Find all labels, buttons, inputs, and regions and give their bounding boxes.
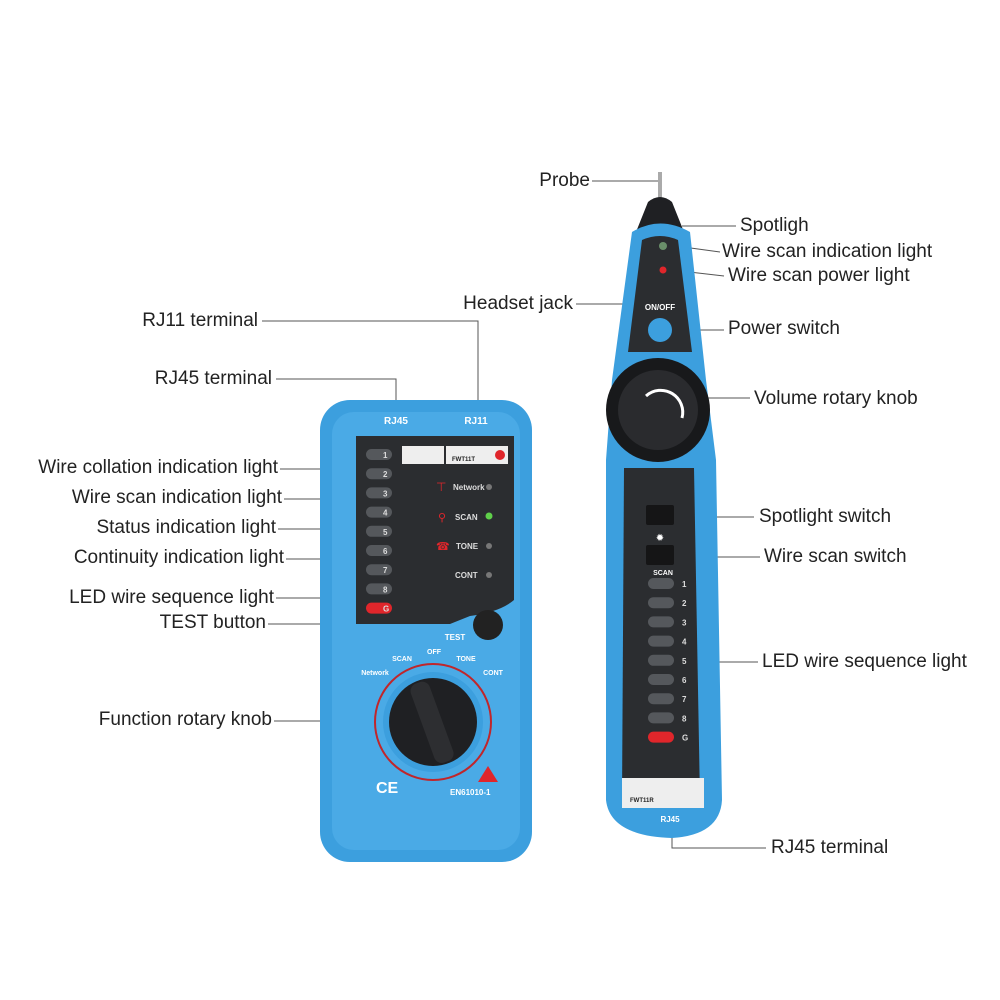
label-spotlight: Spotligh [740, 215, 809, 236]
led-receiver-6 [648, 674, 674, 685]
label-power-switch: Power switch [728, 318, 840, 339]
led-receiver-4 [648, 635, 674, 647]
led-label: 8 [682, 714, 687, 723]
knob-tone-label: TONE [456, 656, 476, 663]
mode-scan-label: SCAN [455, 513, 478, 522]
led-transmitter-4 [366, 506, 392, 518]
rj11-port-label: RJ11 [464, 416, 488, 427]
led-receiver-8 [648, 712, 674, 724]
network-icon: ⊤ [436, 480, 446, 494]
label-test-button: TEST button [159, 612, 266, 633]
led-transmitter-5 [366, 525, 392, 537]
led-transmitter-7 [366, 564, 392, 576]
led-label: 7 [383, 566, 388, 575]
receiver-led-column: 1 2 3 4 5 6 7 8G [648, 578, 688, 743]
warning-icon [478, 766, 498, 782]
receiver-rj45-label: RJ45 [660, 815, 680, 824]
label-wire-scan-light: Wire scan indication light [71, 487, 282, 508]
label-probe: Probe [539, 170, 590, 191]
ce-mark: CE [376, 780, 399, 797]
receiver-device: ON/OFF ✹ SCAN 1 2 3 4 5 6 7 8G FWT11R RJ45 [606, 172, 722, 838]
label-headset-jack: Headset jack [463, 293, 573, 314]
led-label: G [682, 734, 688, 743]
led-label: 2 [682, 599, 687, 608]
knob-network-label: Network [361, 670, 389, 677]
led-transmitter-3 [366, 487, 392, 499]
label-rj45-terminal-receiver: RJ45 terminal [771, 837, 889, 858]
label-led-sequence-right: LED wire sequence light [762, 651, 967, 672]
led-label: 6 [682, 676, 687, 685]
label-spotlight-switch: Spotlight switch [759, 506, 892, 527]
knob-scan-label: SCAN [392, 656, 412, 663]
label-continuity-light: Continuity indication light [73, 547, 284, 568]
led-label: 3 [383, 489, 388, 498]
test-button[interactable] [473, 610, 503, 640]
label-status-light: Status indication light [96, 517, 276, 538]
label-wire-scan-indication: Wire scan indication light [722, 241, 933, 262]
led-label: 6 [383, 547, 388, 556]
led-transmitter-8 [366, 583, 392, 595]
label-wire-scan-power: Wire scan power light [728, 265, 910, 286]
standard-label: EN61010-1 [450, 788, 491, 797]
wire-scan-switch[interactable] [646, 545, 674, 565]
spotlight-led [659, 242, 667, 250]
transmitter-led-column: 1 2 3 4 5 6 7 8G [366, 449, 392, 614]
label-volume-knob: Volume rotary knob [754, 388, 918, 409]
phone-icon: ☎ [436, 541, 450, 553]
led-label: 7 [682, 695, 687, 704]
knob-off-label: OFF [427, 649, 442, 656]
led-label: 8 [383, 585, 388, 594]
receiver-model: FWT11R [630, 798, 654, 804]
led-receiver-1 [648, 578, 674, 589]
led-label: 1 [682, 580, 687, 589]
onoff-label: ON/OFF [645, 303, 675, 312]
led-label: 5 [383, 528, 388, 537]
transmitter-model: FWT11T [452, 457, 475, 463]
mode-cont-label: CONT [455, 571, 478, 580]
scan-led-lit [485, 512, 493, 520]
label-function-knob: Function rotary knob [98, 709, 272, 730]
led-receiver-2 [648, 597, 674, 609]
led-receiver-5 [648, 654, 674, 666]
led-label: 4 [383, 509, 388, 518]
magnifier-icon: ⚲ [438, 512, 446, 524]
transmitter-panel [356, 436, 514, 624]
label-wire-collation-light: Wire collation indication light [38, 457, 278, 478]
scan-label: SCAN [653, 570, 673, 577]
label-wire-scan-switch: Wire scan switch [764, 546, 907, 567]
led-label: 1 [383, 451, 388, 460]
sun-icon: ✹ [656, 533, 664, 544]
led-transmitter-G [366, 602, 392, 614]
led-transmitter-6 [366, 545, 392, 556]
rj45-port-label: RJ45 [384, 416, 408, 427]
led-transmitter-2 [366, 468, 392, 480]
power-switch[interactable] [648, 318, 672, 342]
led-label: G [383, 605, 389, 614]
test-label: TEST [445, 633, 466, 642]
led-label: 4 [682, 638, 687, 647]
mode-network-label: Network [453, 483, 485, 492]
led-receiver-3 [648, 616, 674, 628]
led-receiver-7 [648, 693, 674, 705]
led-label: 2 [383, 470, 388, 479]
label-rj11-terminal: RJ11 terminal [142, 310, 258, 331]
led-transmitter-1 [366, 449, 392, 460]
transmitter-device: RJ45 RJ11 1 2 3 4 5 6 7 8G FWT11T Network ⊤ SCA… [320, 400, 532, 862]
led-receiver-G [648, 731, 674, 743]
label-led-sequence-left: LED wire sequence light [69, 587, 274, 608]
led-label: 3 [682, 618, 687, 627]
label-rj45-terminal: RJ45 terminal [154, 368, 272, 389]
knob-cont-label: CONT [483, 670, 504, 677]
led-label: 5 [682, 657, 687, 666]
spotlight-switch[interactable] [646, 505, 674, 525]
power-led [659, 266, 667, 274]
mode-tone-label: TONE [456, 542, 479, 551]
